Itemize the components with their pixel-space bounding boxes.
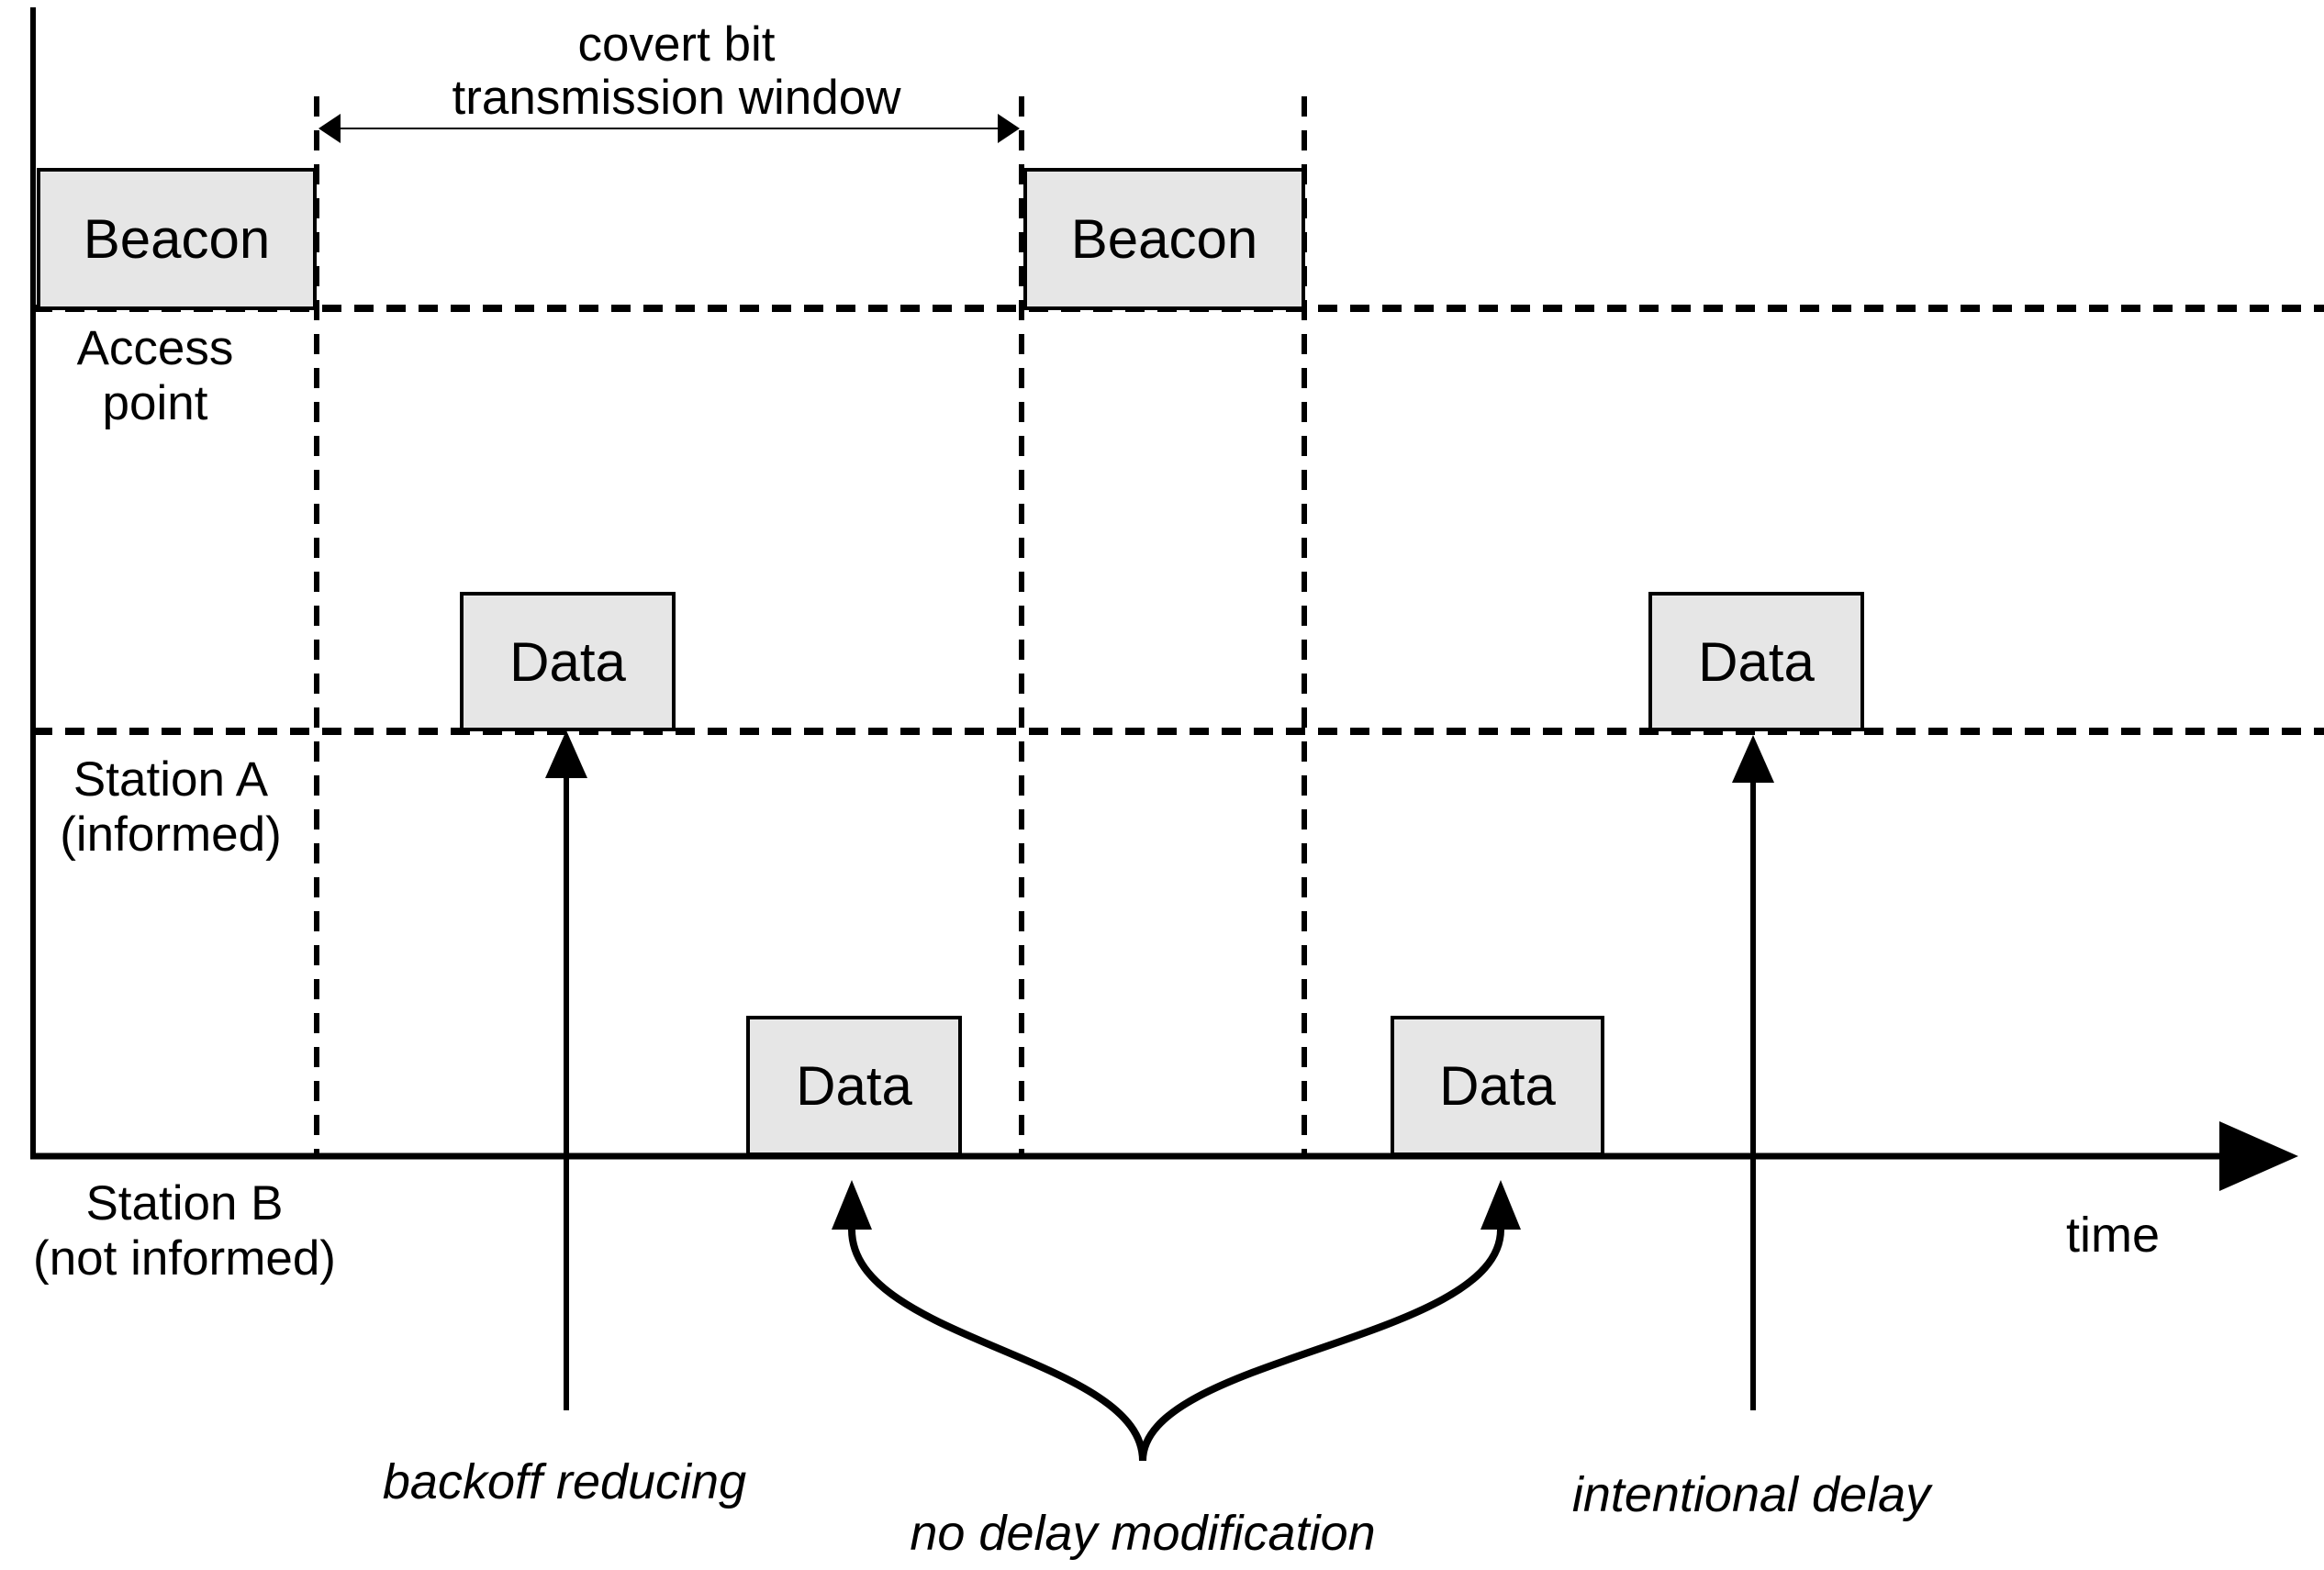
data-box-station-b-2: Data bbox=[1391, 1016, 1604, 1156]
lane-label-access-point-line2: point bbox=[102, 376, 208, 430]
lane-label-access-point: Access point bbox=[77, 321, 234, 431]
caption-backoff-reducing: backoff reducing bbox=[382, 1454, 747, 1509]
window-extent-right-arrowhead-icon bbox=[998, 114, 1020, 143]
covert-window-label-line1: covert bit bbox=[577, 17, 776, 72]
caption-intentional-delay: intentional delay bbox=[1571, 1467, 1931, 1522]
lane-label-station-b: Station B (not informed) bbox=[33, 1176, 336, 1286]
lane-label-station-a: Station A (informed) bbox=[60, 752, 282, 863]
backoff-arrowhead-icon bbox=[545, 730, 587, 778]
data-box-station-b-2-label: Data bbox=[1439, 1055, 1556, 1117]
beacon-box-1: Beacon bbox=[37, 168, 317, 310]
lane-label-access-point-line1: Access bbox=[76, 321, 234, 375]
data-box-station-a-1: Data bbox=[460, 592, 676, 731]
time-axis-label: time bbox=[2065, 1208, 2161, 1263]
no-delay-curve-left-line bbox=[848, 1229, 1146, 1462]
time-axis-arrowhead-icon bbox=[2219, 1121, 2298, 1191]
window-extent-left-arrowhead-icon bbox=[318, 114, 341, 143]
lane-label-station-b-line2: (not informed) bbox=[33, 1231, 336, 1286]
data-box-station-a-2: Data bbox=[1648, 592, 1864, 731]
caption-no-delay-modification: no delay modification bbox=[910, 1506, 1376, 1561]
no-delay-right-arrowhead-icon bbox=[1480, 1180, 1521, 1230]
beacon-box-1-label: Beacon bbox=[83, 208, 271, 270]
beacon-box-2: Beacon bbox=[1023, 168, 1305, 310]
no-delay-curve-right-line bbox=[1139, 1229, 1504, 1462]
no-delay-left-arrowhead-icon bbox=[832, 1180, 872, 1230]
beacon-box-2-label: Beacon bbox=[1070, 208, 1258, 270]
lane-label-station-a-line2: (informed) bbox=[60, 807, 282, 862]
covert-window-label: covert bit transmission window bbox=[453, 18, 901, 125]
data-box-station-a-2-label: Data bbox=[1698, 630, 1815, 693]
lane-label-station-a-line1: Station A bbox=[73, 752, 269, 807]
lane-label-station-b-line1: Station B bbox=[85, 1176, 284, 1230]
intentional-delay-arrowhead-icon bbox=[1732, 735, 1774, 783]
data-box-station-b-1-label: Data bbox=[796, 1055, 912, 1117]
data-box-station-b-1: Data bbox=[746, 1016, 962, 1156]
data-box-station-a-1-label: Data bbox=[509, 630, 626, 693]
covert-window-label-line2: transmission window bbox=[452, 71, 901, 125]
